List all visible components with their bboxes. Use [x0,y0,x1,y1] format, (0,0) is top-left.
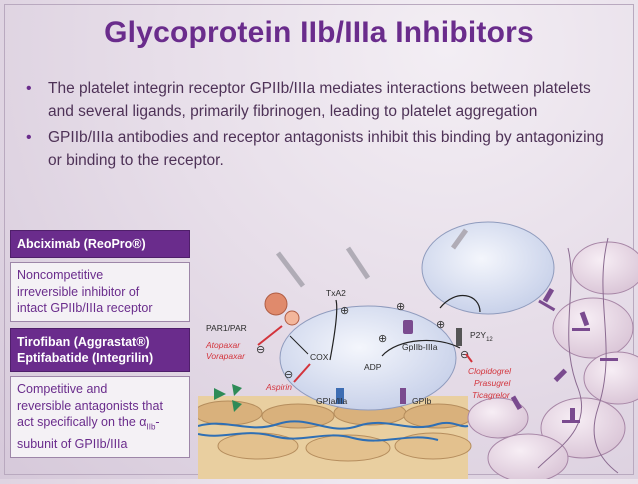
minus-symbol: ⊖ [284,369,293,381]
activated-platelet [421,221,555,315]
label-gpiib-iiia: GpIIb-IIIa [402,342,438,352]
inhibit-line-par [257,325,283,346]
drug-name-line: Tirofiban (Aggrastat®) [17,335,150,349]
label-vorapaxar: Vorapaxar [206,351,246,361]
gpiib-iiia-receptor [403,320,413,334]
activation-arrow [439,294,481,313]
bullet-marker: • [26,129,32,146]
label-cox: COX [310,352,329,362]
bullet-item: • GPIIb/IIIa antibodies and receptor ant… [26,127,616,172]
label-adp: ADP [364,362,382,372]
gpia-iia-receptor [336,388,344,404]
desc-line: Competitive and [17,382,108,396]
collagen-fiber [197,420,469,430]
drug-name: Abciximab (ReoPro®) [10,230,190,258]
txa2-arrow [329,299,338,361]
drug-card-tirofiban-eptifibatide: Tirofiban (Aggrastat®) Eptifabatide (Int… [10,328,190,458]
p2y12-subscript: 12 [486,337,493,343]
label-prasugrel: Prasugrel [474,378,511,388]
desc-line: Noncompetitive [17,268,104,282]
grey-arrow [450,228,469,250]
minus-symbol: ⊖ [460,349,469,361]
p2y12-receptor [456,328,462,346]
grey-arrow [345,246,371,280]
alpha-subscript: IIb [146,422,156,432]
label-p2y12: P2Y12 [470,330,493,343]
label-atopaxar: Atopaxar [205,340,241,350]
slide-title: Glycoprotein IIb/IIIa Inhibitors [104,16,534,49]
desc-hyphen: - [155,415,160,429]
desc-line: intact GPIIb/IIIa receptor [17,301,153,315]
green-marker [232,384,242,396]
bullet-item: • The platelet integrin receptor GPIIb/I… [26,78,616,123]
platelet-diagram: PAR1/PAR Atopaxar Vorapaxar ⊖ TxA2 ⊕ COX… [193,208,638,483]
label-clopidogrel: Clopidogrel [468,366,512,376]
fibrinogen-bridges [510,287,618,423]
plus-symbol: ⊕ [396,301,405,313]
green-marker [214,388,226,400]
plus-symbol: ⊕ [436,319,445,331]
par-to-cox-arrow [289,335,309,355]
desc-line-text: act specifically on the α [17,415,147,429]
thrombin-ball-small [284,310,300,326]
gpib-receptor [400,388,406,404]
label-ticagrelor: Ticagrelor [472,390,511,400]
bullet-list: • The platelet integrin receptor GPIIb/I… [26,78,616,176]
plus-symbol: ⊕ [340,305,349,317]
bullet-marker: • [26,80,32,97]
desc-line: subunit of GPIIb/IIIa [17,437,128,451]
desc-line: irreversible inhibitor of [17,284,140,299]
drug-description: Noncompetitive irreversible inhibitor of… [10,262,190,322]
label-gpia-iia: GPIa/IIa [316,396,347,406]
desc-line: act specifically on the αIIb- [17,414,183,436]
green-marker [232,400,242,412]
platelet-diagram-svg: PAR1/PAR Atopaxar Vorapaxar ⊖ TxA2 ⊕ COX… [193,221,638,483]
grey-arrow [276,251,305,288]
drug-name: Tirofiban (Aggrastat®) Eptifabatide (Int… [10,328,190,372]
thrombin-ball [264,292,288,316]
adp-arrow [381,339,461,357]
bullet-text: The platelet integrin receptor GPIIb/III… [48,80,591,120]
label-par: PAR1/PAR [206,323,247,333]
bullet-text: GPIIb/IIIa antibodies and receptor antag… [48,129,604,169]
plus-symbol: ⊕ [378,333,387,345]
p2y12-text: P2Y [470,330,486,340]
drug-card-abciximab: Abciximab (ReoPro®) Noncompetitive irrev… [10,230,190,322]
red-blood-cells [467,237,638,483]
label-gpib: GPIb [412,396,432,406]
inhibit-line-aspirin [293,363,311,383]
label-txa2: TxA2 [326,288,346,298]
label-aspirin: Aspirin [265,382,292,392]
desc-line: reversible antagonists that [17,398,163,413]
platelet-cell [279,305,457,411]
minus-symbol: ⊖ [256,344,265,356]
drug-name-line: Eptifabatide (Integrilin) [17,351,154,365]
drug-description: Competitive and reversible antagonists t… [10,376,190,458]
inhibit-line-p2y12 [465,353,473,363]
collagen-fiber [197,432,439,442]
